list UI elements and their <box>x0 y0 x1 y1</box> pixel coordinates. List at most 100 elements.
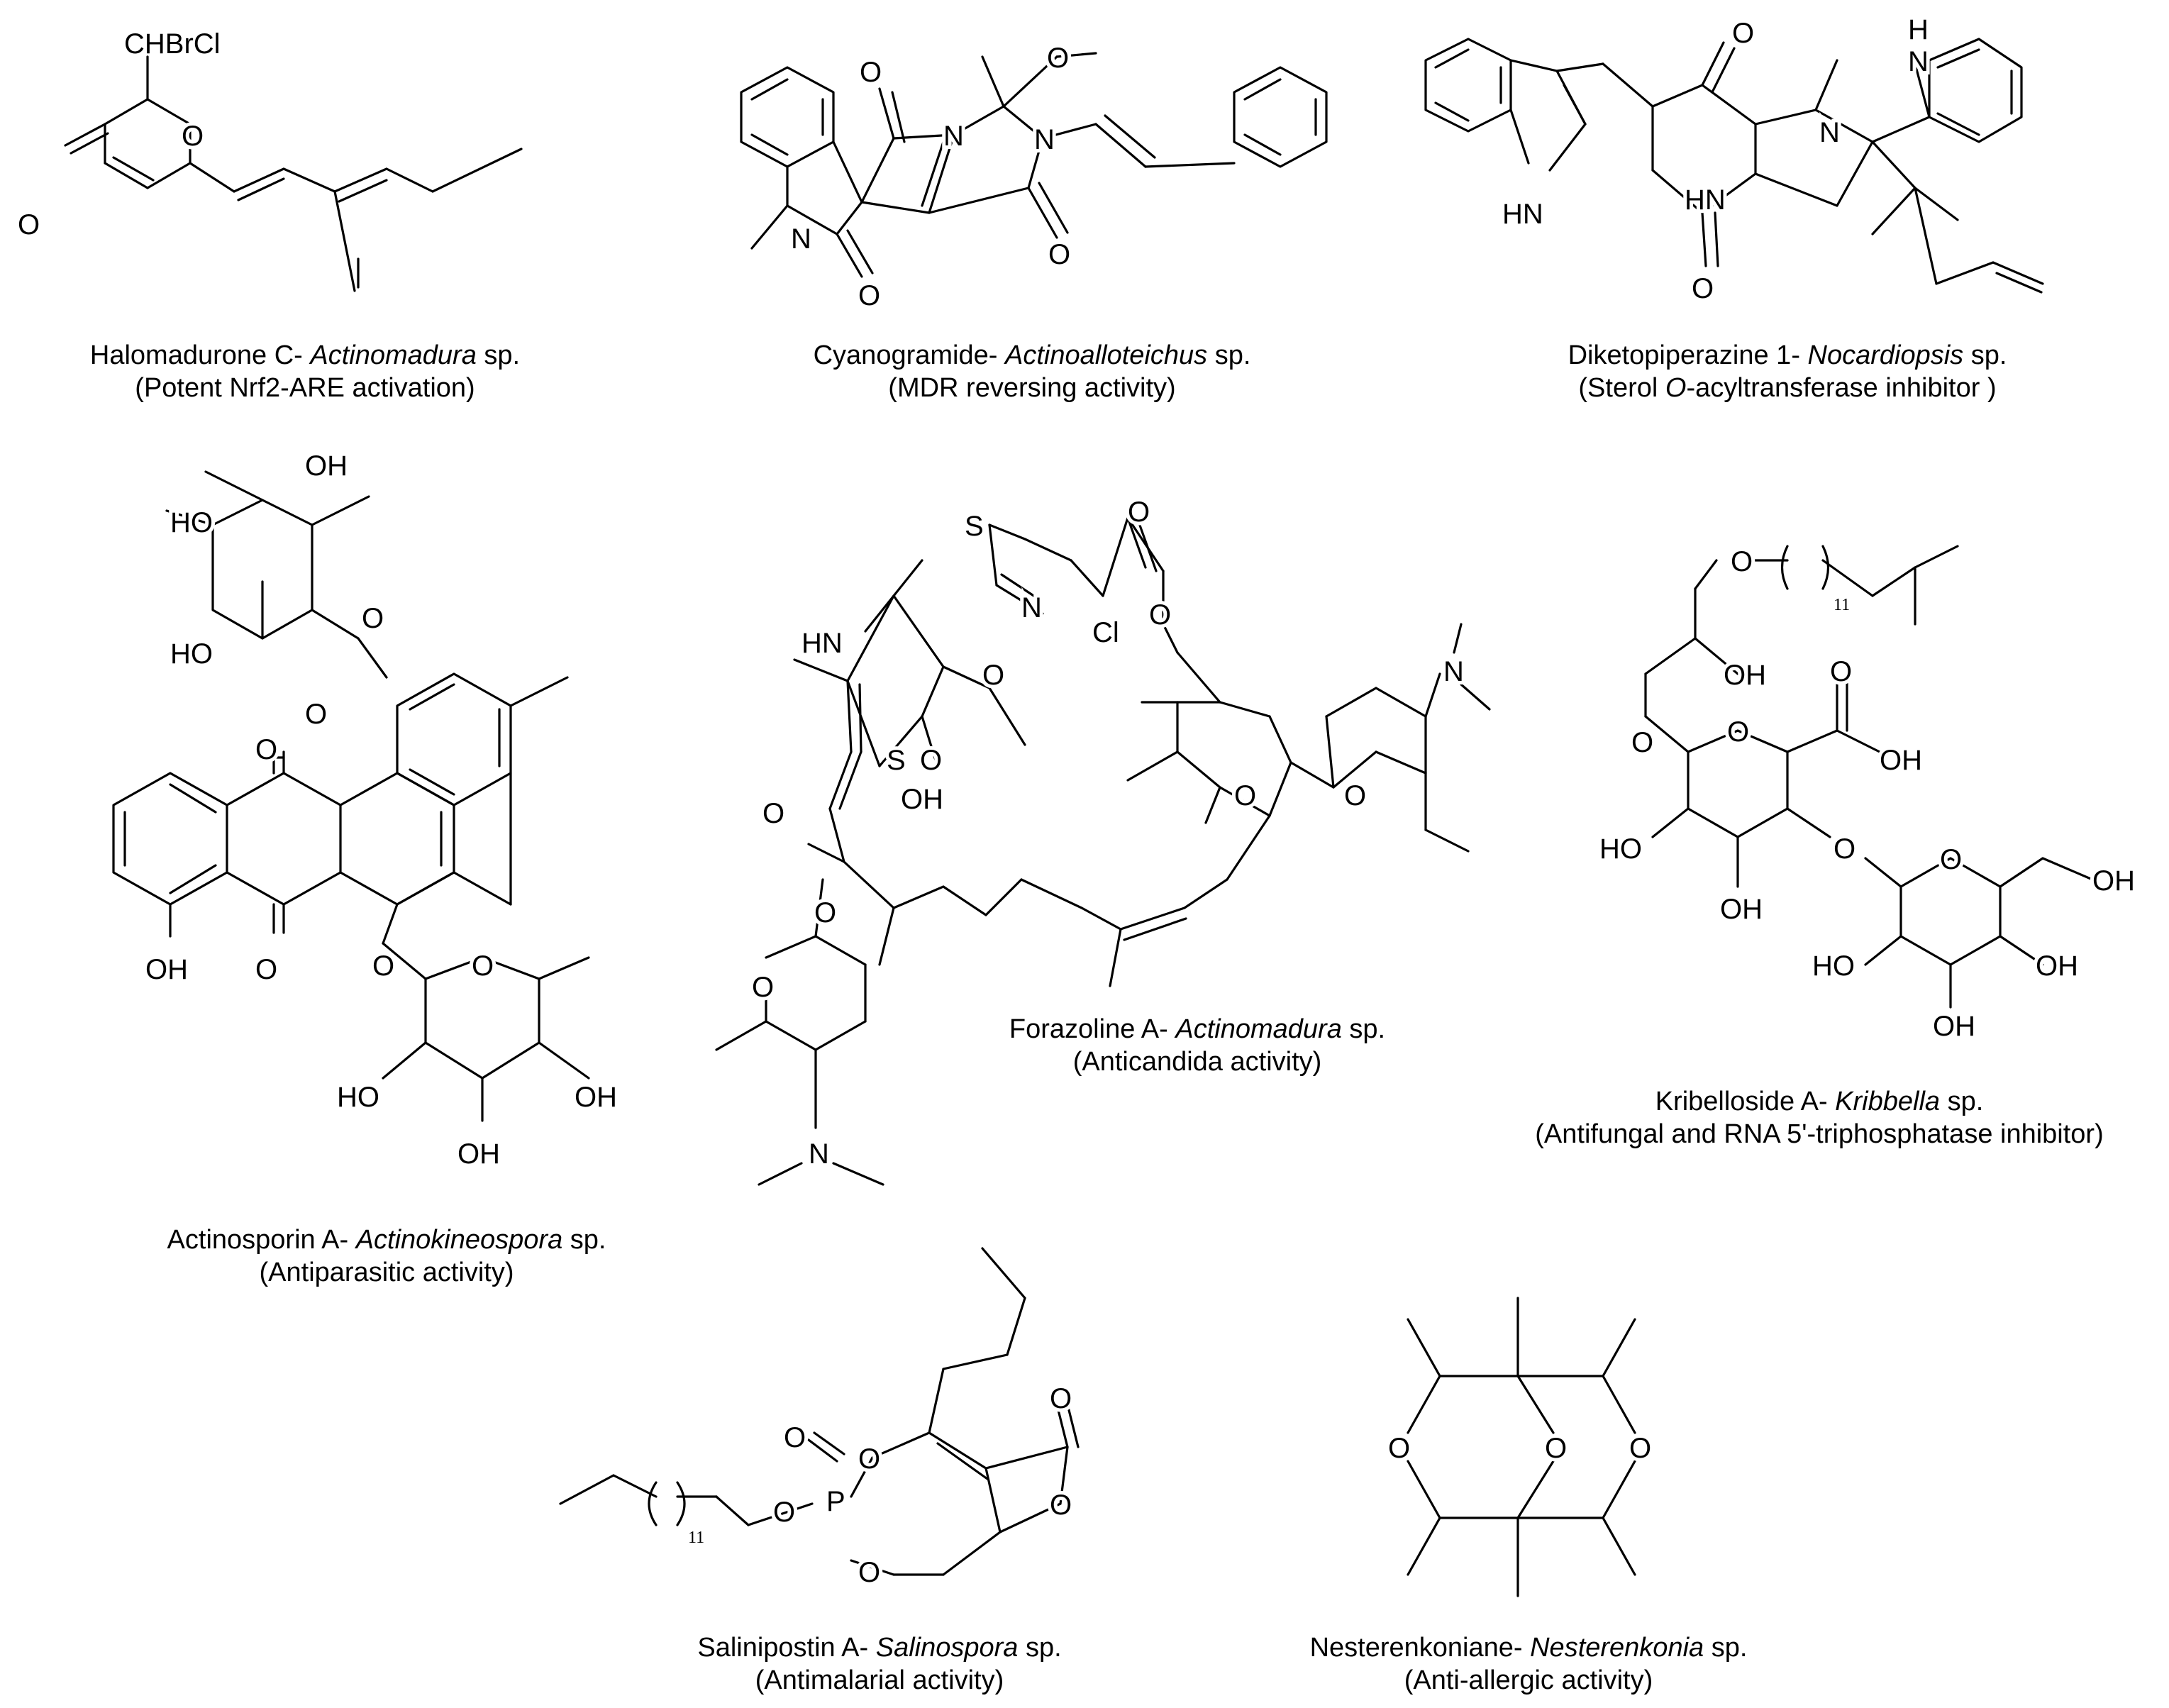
compound-name: Actinosporin A <box>167 1225 340 1255</box>
compound-name: Cyanogramide <box>813 340 989 370</box>
chain-subscript-11: 11 <box>1834 596 1850 614</box>
atom-n: N <box>1908 46 1929 77</box>
atom-thiazoline-s: S <box>965 511 984 542</box>
structure-halomadurone-c: CHBrCl O O <box>14 28 523 292</box>
caption-actinosporin-a: Actinosporin A- Actinokineospora sp. (An… <box>167 1225 606 1287</box>
atom-sugar2-oh1: OH <box>575 1082 617 1113</box>
atom-methoxy-o: O <box>982 660 1004 691</box>
genus: Actinomadura <box>310 340 477 370</box>
atom-lactone-o-top: O <box>1050 1383 1072 1414</box>
caption-cyanogramide: Cyanogramide- Actinoalloteichus sp. (MDR… <box>813 340 1251 403</box>
atom-o-left: O <box>1388 1433 1410 1464</box>
genus: Kribbella <box>1835 1087 1941 1116</box>
atom-sugar2-oh2: OH <box>457 1138 500 1170</box>
atom-phosphate-o2: O <box>773 1497 795 1528</box>
caption-forazoline-a: Forazoline A- Actinomadura sp. (Anticand… <box>1009 1014 1386 1077</box>
chain-subscript-11: 11 <box>688 1529 704 1547</box>
atom-thiazoline-n: N <box>1021 592 1042 623</box>
atom-hn: HN <box>801 628 843 659</box>
atom-sugar2-oh1: OH <box>2036 950 2078 982</box>
atom-sugar2-ho: HO <box>1812 950 1855 982</box>
activity: (Antifungal and RNA 5'-triphosphatase in… <box>1535 1119 2104 1149</box>
caption-halomadurone-c: Halomadurone C- Actinomadura sp. (Potent… <box>89 340 521 403</box>
atom-phenol-oh: OH <box>145 954 188 985</box>
atom-ester-o: O <box>1149 599 1171 631</box>
atom-top-o: O <box>1732 18 1754 49</box>
atom-sugar1-ho2: HO <box>170 638 213 670</box>
atom-phosphate-o1: O <box>858 1443 880 1475</box>
atom-nme2-left: N <box>809 1138 829 1170</box>
atom-sugar1-ring-o: O <box>1727 716 1749 748</box>
genus: Actinokineospora <box>355 1225 563 1255</box>
atom-sugar1-oh: OH <box>305 450 348 482</box>
atom-sugar1-ho: HO <box>1599 833 1642 865</box>
atom-link2-o: O <box>372 950 394 982</box>
caption-salinipostin-a: Salinipostin A- Salinospora sp. (Antimal… <box>697 1633 1062 1695</box>
atom-ch2oh: OH <box>2092 865 2135 897</box>
atom-bottom-o: O <box>1692 273 1714 304</box>
structure-actinosporin-a: OH HO O HO O O O OH O O HO OH OH <box>112 447 621 1173</box>
atom-cooh-o: O <box>1830 656 1852 687</box>
atom-imide-o: O <box>1048 239 1070 270</box>
structure-cyanogramide: N O O N O N O <box>740 39 1328 315</box>
genus: Actinoalloteichus <box>1004 340 1208 370</box>
atom-sulfoxide-o: O <box>920 745 942 776</box>
atom-lactone-ring-o: O <box>1050 1490 1072 1521</box>
atom-sugar1-ring-o: O <box>362 603 384 634</box>
atom-sugar-ring-o-left: O <box>752 972 774 1003</box>
atom-ether-o: O <box>1234 780 1256 811</box>
activity: (Potent Nrf2-ARE activation) <box>135 373 475 403</box>
structure-salinipostin-a: O O O O P O O 11 <box>559 1247 1080 1592</box>
atom-link1-o: O <box>305 699 327 730</box>
atom-glycerol-o: O <box>1631 727 1653 758</box>
atom-imide-n: N <box>1034 124 1055 155</box>
atom-sugar2-ring-o: O <box>472 950 494 982</box>
atom-link-o: O <box>1834 833 1855 865</box>
activity: (Antimalarial activity) <box>755 1665 1004 1695</box>
activity: (Anticandida activity) <box>1072 1047 1322 1077</box>
atom-sugar2-ho: HO <box>337 1082 379 1113</box>
activity: (MDR reversing activity) <box>888 373 1176 403</box>
genus: Salinospora <box>875 1633 1019 1663</box>
compound-name: Kribelloside A <box>1655 1087 1819 1116</box>
atom-hn: HN <box>1685 184 1726 216</box>
genus: Nesterenkonia <box>1530 1633 1704 1663</box>
genus: Nocardiopsis <box>1807 340 1964 370</box>
activity: (Antiparasitic activity) <box>259 1258 514 1287</box>
atom-ester-o-top: O <box>1128 497 1150 528</box>
atom-chbrcl: CHBrCl <box>124 28 221 60</box>
atom-sugar1-oh: OH <box>1720 894 1763 925</box>
genus: Actinomadura <box>1175 1014 1342 1044</box>
atom-sugar1-ho1: HO <box>170 507 213 538</box>
atom-p: P <box>826 1486 845 1517</box>
compound-name: Forazoline A <box>1009 1014 1160 1044</box>
atom-nme2-right: N <box>1443 656 1464 687</box>
atom-ether-o-top: O <box>1731 546 1753 577</box>
structure-kribelloside-a: O 11 OH O O O OH HO O OH O OH HO OH OH <box>1596 543 2139 1046</box>
atom-cooh-oh: OH <box>1880 745 1922 776</box>
caption-kribelloside-a: Kribelloside A- Kribbella sp. (Antifunga… <box>1535 1087 2104 1149</box>
atom-sugar-ring-o-right: O <box>1344 780 1366 811</box>
atom-glycoside-o: O <box>814 897 836 928</box>
atom-phosphate-oxo: O <box>784 1422 806 1453</box>
atom-sulfoxide-s: S <box>887 745 906 776</box>
atom-carbonyl-o: O <box>18 209 40 240</box>
structure-nesterenkoniane: O O O <box>1385 1297 1655 1597</box>
atom-sugar2-ring-o: O <box>1940 844 1962 875</box>
atom-glycerol-oh: OH <box>1724 660 1766 691</box>
atom-phosphate-o3: O <box>858 1557 880 1588</box>
activity: (Sterol O-acyltransferase inhibitor ) <box>1578 373 1997 403</box>
atom-indole-hn: HN <box>1502 199 1543 230</box>
atom-cl: Cl <box>1092 617 1119 648</box>
caption-nesterenkoniane: Nesterenkoniane- Nesterenkonia sp. (Anti… <box>1309 1633 1748 1695</box>
atom-quinone-o1: O <box>255 734 277 765</box>
atom-h: H <box>1908 14 1929 45</box>
atom-o-center: O <box>1545 1433 1567 1464</box>
structure-diketopiperazine-1: HN O N HN O H N <box>1424 11 2044 308</box>
caption-diketopiperazine-1: Diketopiperazine 1- Nocardiopsis sp. (St… <box>1568 340 2007 403</box>
atom-ring-n: N <box>1819 117 1840 148</box>
atom-ring-o: O <box>182 121 204 152</box>
atom-oh: OH <box>901 784 943 815</box>
compound-name: Diketopiperazine 1 <box>1568 340 1792 370</box>
